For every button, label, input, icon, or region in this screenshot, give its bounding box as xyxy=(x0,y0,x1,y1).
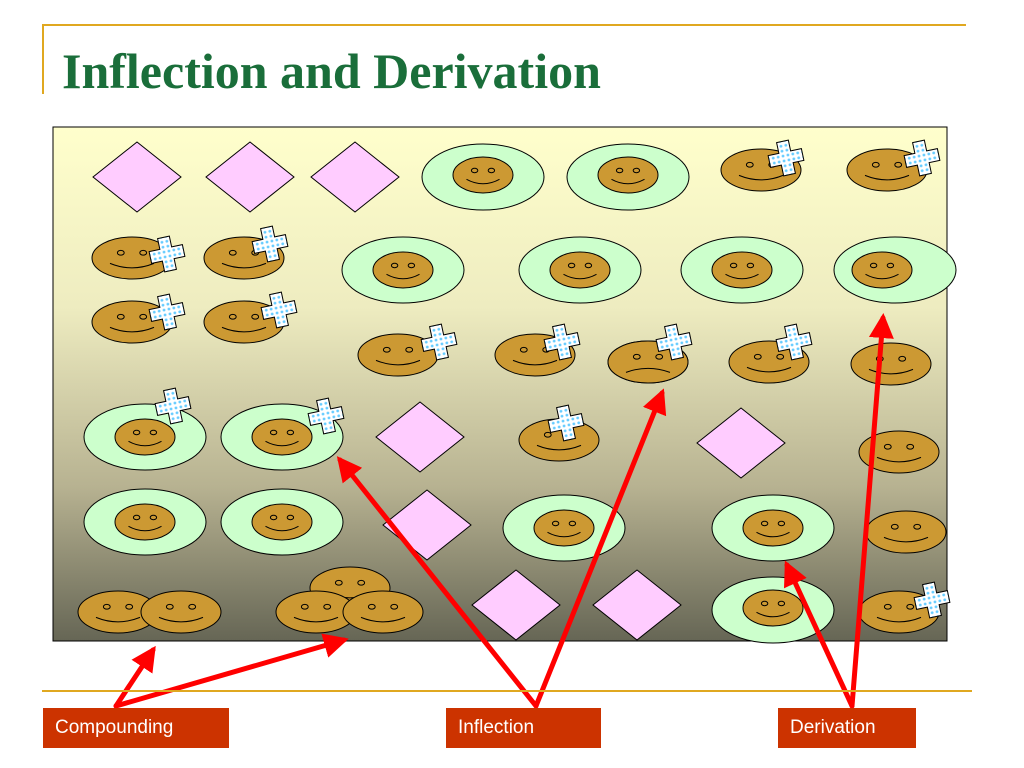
smiley-face-icon xyxy=(533,509,595,547)
derivation-label: Derivation xyxy=(778,708,916,748)
puzzle-piece-icon xyxy=(148,235,186,273)
smiley-face-icon xyxy=(711,251,773,289)
diamond-icon xyxy=(310,141,400,213)
arrow-icon xyxy=(784,560,855,709)
puzzle-piece-icon xyxy=(767,139,805,177)
smiley-face-icon xyxy=(850,342,932,386)
puzzle-piece-icon xyxy=(903,139,941,177)
diamond-icon xyxy=(696,407,786,479)
diamond-icon xyxy=(92,141,182,213)
diamond-icon xyxy=(205,141,295,213)
puzzle-piece-icon xyxy=(913,581,951,619)
inflection-label: Inflection xyxy=(446,708,601,748)
footer-accent-line xyxy=(42,690,972,692)
smiley-face-icon xyxy=(742,589,804,627)
smiley-face-icon xyxy=(549,251,611,289)
smiley-face-icon xyxy=(114,503,176,541)
title-accent-line-top xyxy=(42,24,966,26)
smiley-face-icon xyxy=(372,251,434,289)
puzzle-piece-icon xyxy=(547,404,585,442)
puzzle-piece-icon xyxy=(154,387,192,425)
smiley-face-icon xyxy=(251,503,313,541)
smiley-face-icon xyxy=(728,340,810,384)
smiley-face-icon xyxy=(251,418,313,456)
diamond-icon xyxy=(471,569,561,641)
smiley-face-icon xyxy=(357,333,439,377)
arrow-icon xyxy=(849,313,894,709)
puzzle-piece-icon xyxy=(655,323,693,361)
puzzle-piece-icon xyxy=(148,293,186,331)
smiley-face-icon xyxy=(607,340,689,384)
arrow-icon xyxy=(113,645,156,709)
smiley-face-icon xyxy=(140,590,222,634)
slide-title: Inflection and Derivation xyxy=(62,43,601,99)
smiley-face-icon xyxy=(851,251,913,289)
smiley-face-icon xyxy=(452,156,514,194)
smiley-face-icon xyxy=(865,510,947,554)
puzzle-piece-icon xyxy=(307,397,345,435)
arrow-icon xyxy=(113,633,349,709)
puzzle-piece-icon xyxy=(251,225,289,263)
smiley-face-icon xyxy=(858,430,940,474)
puzzle-piece-icon xyxy=(543,323,581,361)
smiley-face-icon xyxy=(114,418,176,456)
smiley-face-icon xyxy=(342,590,424,634)
compounding-label: Compounding xyxy=(43,708,229,748)
arrow-icon xyxy=(336,456,539,709)
puzzle-piece-icon xyxy=(775,323,813,361)
title-accent-line-left xyxy=(42,24,44,94)
puzzle-piece-icon xyxy=(260,291,298,329)
smiley-face-icon xyxy=(597,156,659,194)
diamond-icon xyxy=(375,401,465,473)
puzzle-piece-icon xyxy=(420,323,458,361)
smiley-face-icon xyxy=(742,509,804,547)
diamond-icon xyxy=(592,569,682,641)
arrow-icon xyxy=(533,388,667,709)
